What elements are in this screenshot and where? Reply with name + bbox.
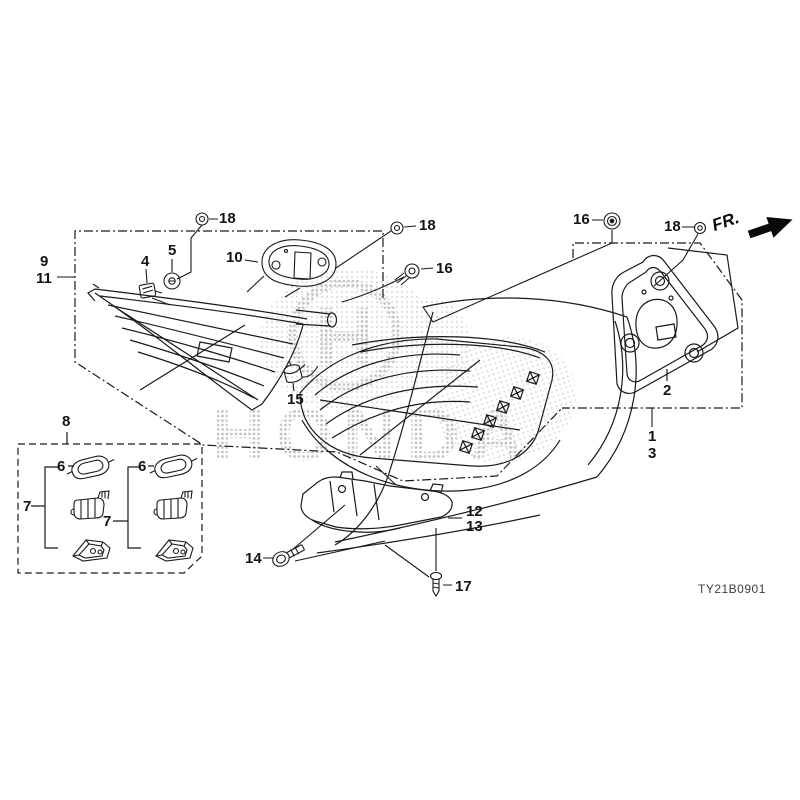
- callout-16-right: 16: [573, 211, 590, 228]
- kit-bracket-right: [127, 466, 141, 549]
- back-cover-drawing: [611, 247, 739, 394]
- callout-18-mid: 18: [419, 217, 436, 234]
- callout-17: 17: [455, 578, 472, 595]
- callout-9: 9: [40, 253, 49, 270]
- callout-7-right: 7: [103, 513, 112, 530]
- inner-taillight-drawing: [87, 283, 338, 411]
- callout-15: 15: [287, 391, 304, 408]
- callout-11: 11: [36, 270, 52, 287]
- callout-14: 14: [245, 550, 262, 567]
- callout-2: 2: [663, 382, 672, 399]
- callout-18-right: 18: [664, 218, 681, 235]
- callout-5: 5: [168, 242, 177, 259]
- fr-arrow-glyph: [747, 216, 793, 239]
- license-lamp-right: [155, 539, 194, 562]
- callout-6-left: 6: [57, 458, 66, 475]
- callout-3: 3: [648, 445, 657, 462]
- diagram-code: TY21B0901: [698, 582, 766, 596]
- region-boundaries: [74, 230, 743, 482]
- callout-7-left: 7: [23, 498, 32, 515]
- fasteners-and-leaders: [57, 212, 707, 598]
- license-lamp-left: [72, 539, 111, 562]
- callout-12: 12: [466, 503, 483, 520]
- license-gasket-right: [147, 452, 200, 481]
- region-boundary-left: [74, 230, 563, 482]
- watermark: H HONDA: [212, 278, 523, 476]
- region-boundary-right: [562, 242, 743, 409]
- callout-4: 4: [141, 253, 150, 270]
- kit-box: [17, 432, 203, 574]
- kit-bracket-left: [44, 466, 58, 549]
- callout-6-right: 6: [138, 458, 147, 475]
- callout-10: 10: [226, 249, 243, 266]
- outer-taillight-drawing: [299, 297, 637, 554]
- fr-arrow: [747, 216, 793, 239]
- callout-13: 13: [466, 518, 483, 535]
- callout-1: 1: [648, 428, 657, 445]
- callout-8: 8: [62, 413, 71, 430]
- bulb-socket-right: [153, 490, 193, 520]
- license-gasket-left: [64, 453, 117, 482]
- kit-leaders: [31, 432, 128, 522]
- callout-18-left: 18: [219, 210, 236, 227]
- callout-16-mid: 16: [436, 260, 453, 277]
- watermark-circle: [288, 278, 402, 392]
- watermark-logo-letter: H: [315, 290, 376, 384]
- kit-box-border: [17, 443, 203, 574]
- bracket-drawing: [300, 471, 453, 533]
- fastener-hatch-squares: [458, 370, 541, 455]
